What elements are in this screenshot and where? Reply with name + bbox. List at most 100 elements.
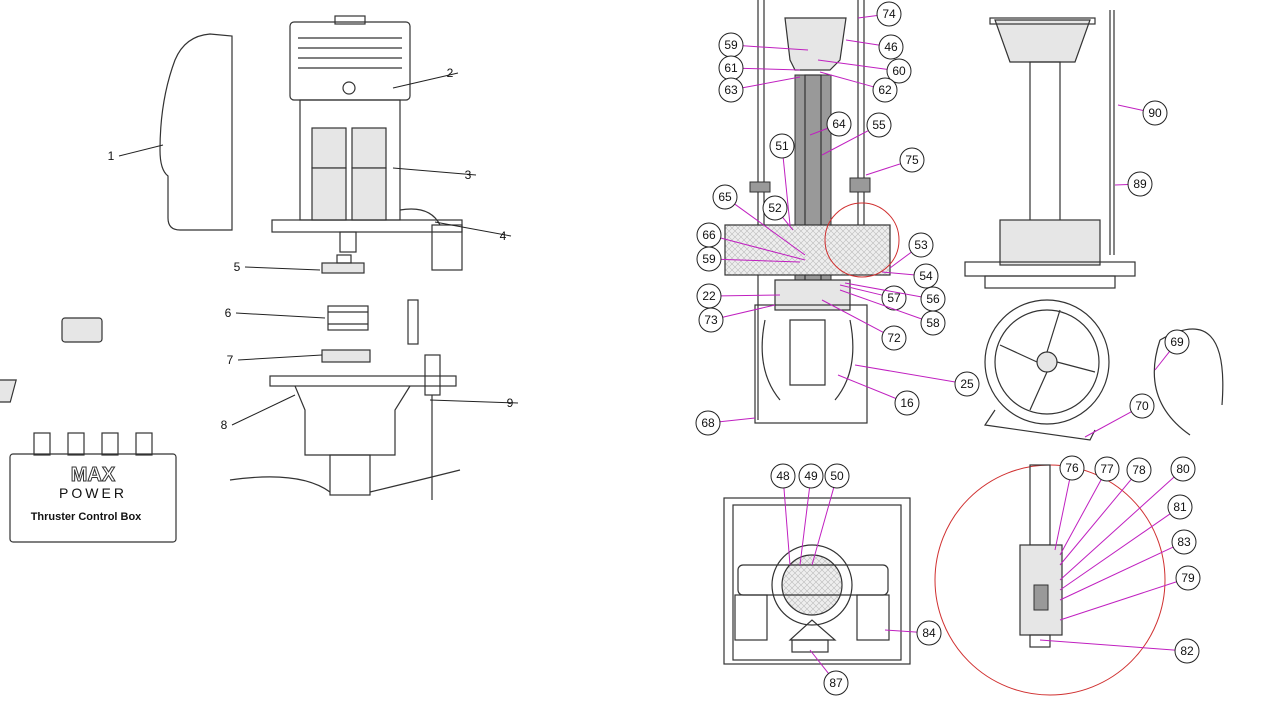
callout-number: 49	[804, 469, 818, 483]
leader-line	[1117, 104, 1144, 111]
callout-78: 78	[1059, 457, 1152, 566]
callout-number: 51	[775, 139, 789, 153]
section-view	[724, 0, 900, 424]
leader-line	[782, 157, 791, 226]
callout-number: 22	[702, 289, 716, 303]
leader-line	[889, 251, 912, 269]
callout-77: 77	[1059, 456, 1120, 556]
leader-line	[392, 72, 459, 89]
leader-line	[844, 282, 922, 298]
callout-circle	[876, 1, 902, 27]
part-number: 7	[227, 353, 234, 367]
callout-number: 48	[776, 469, 790, 483]
part-label-7: 7	[227, 353, 323, 367]
callout-62: 62	[819, 71, 898, 103]
callout-number: 79	[1181, 571, 1195, 585]
callout-number: 59	[702, 252, 716, 266]
callout-89: 89	[1114, 171, 1153, 197]
callout-circle	[798, 463, 824, 489]
callout-circle	[886, 58, 912, 84]
callout-57: 57	[839, 284, 907, 311]
part-number: 4	[500, 229, 507, 243]
callout-72: 72	[821, 299, 907, 351]
control-box: MAX POWER Thruster Control Box	[9, 432, 177, 543]
control-box-title: Thruster Control Box	[31, 511, 142, 523]
callout-circle	[762, 195, 788, 221]
callout-number: 75	[905, 153, 919, 167]
max-logo: MAX	[71, 464, 116, 486]
leader-line	[837, 374, 897, 399]
callout-circle	[899, 147, 925, 173]
part-number: 3	[465, 168, 472, 182]
part-number: 1	[108, 149, 115, 163]
callout-16: 16	[837, 374, 920, 416]
callout-circle	[698, 307, 724, 333]
leader-line	[821, 130, 869, 156]
callout-69: 69	[1154, 329, 1190, 371]
top-view	[723, 497, 911, 665]
callout-number: 66	[702, 228, 716, 242]
callout-number: 60	[892, 64, 906, 78]
callout-number: 87	[829, 676, 843, 690]
callout-circle	[1175, 565, 1201, 591]
callout-number: 62	[878, 83, 892, 97]
coupling-insert-part	[327, 305, 369, 331]
leader-line	[1054, 479, 1071, 551]
callout-circle	[872, 77, 898, 103]
callout-65: 65	[712, 184, 806, 256]
callout-87: 87	[809, 649, 849, 696]
callout-circle	[823, 670, 849, 696]
callout-number: 84	[922, 626, 936, 640]
callout-circle	[1059, 455, 1085, 481]
callout-circle	[913, 263, 939, 289]
callout-number: 73	[704, 313, 718, 327]
callout-number: 65	[718, 190, 732, 204]
leader-line	[237, 354, 323, 361]
callout-circle	[769, 133, 795, 159]
callout-circle	[712, 184, 738, 210]
part-number: 2	[447, 66, 454, 80]
leader-line	[1154, 351, 1170, 371]
leader-line	[720, 258, 801, 263]
callout-number: 53	[914, 238, 928, 252]
callout-circle	[826, 111, 852, 137]
callout-number: 80	[1176, 462, 1190, 476]
mount-flange	[229, 354, 461, 500]
leader-line	[799, 487, 811, 566]
part-number: 5	[234, 260, 241, 274]
callout-63: 63	[718, 76, 801, 103]
detail-view	[934, 464, 1166, 696]
part-number: 8	[221, 418, 228, 432]
callout-circle	[1167, 494, 1193, 520]
callout-circle	[878, 34, 904, 60]
callout-number: 72	[887, 331, 901, 345]
leader-line	[720, 294, 781, 297]
leader-line	[722, 304, 776, 318]
leader-line	[1059, 581, 1177, 621]
part-label-5: 5	[234, 260, 321, 274]
callout-circle	[1171, 529, 1197, 555]
callout-number: 64	[832, 117, 846, 131]
callout-81: 81	[1059, 494, 1193, 591]
leader-line	[719, 417, 756, 423]
power-logo: POWER	[59, 485, 127, 501]
callout-number: 74	[882, 7, 896, 21]
leader-line	[817, 59, 888, 70]
leader-line	[235, 312, 326, 319]
part-label-8: 8	[221, 394, 296, 432]
leader-line	[809, 127, 828, 136]
callout-48: 48	[770, 463, 796, 566]
coupling-hub-part	[321, 349, 371, 363]
callout-number: 69	[1170, 335, 1184, 349]
leader-line	[1059, 478, 1132, 566]
callout-52: 52	[762, 195, 794, 231]
callout-61: 61	[718, 55, 801, 81]
leader-line	[392, 167, 477, 176]
coupling-key-part	[336, 254, 352, 264]
callout-number: 61	[724, 61, 738, 75]
leader-line	[1059, 479, 1102, 556]
callout-circle	[881, 325, 907, 351]
